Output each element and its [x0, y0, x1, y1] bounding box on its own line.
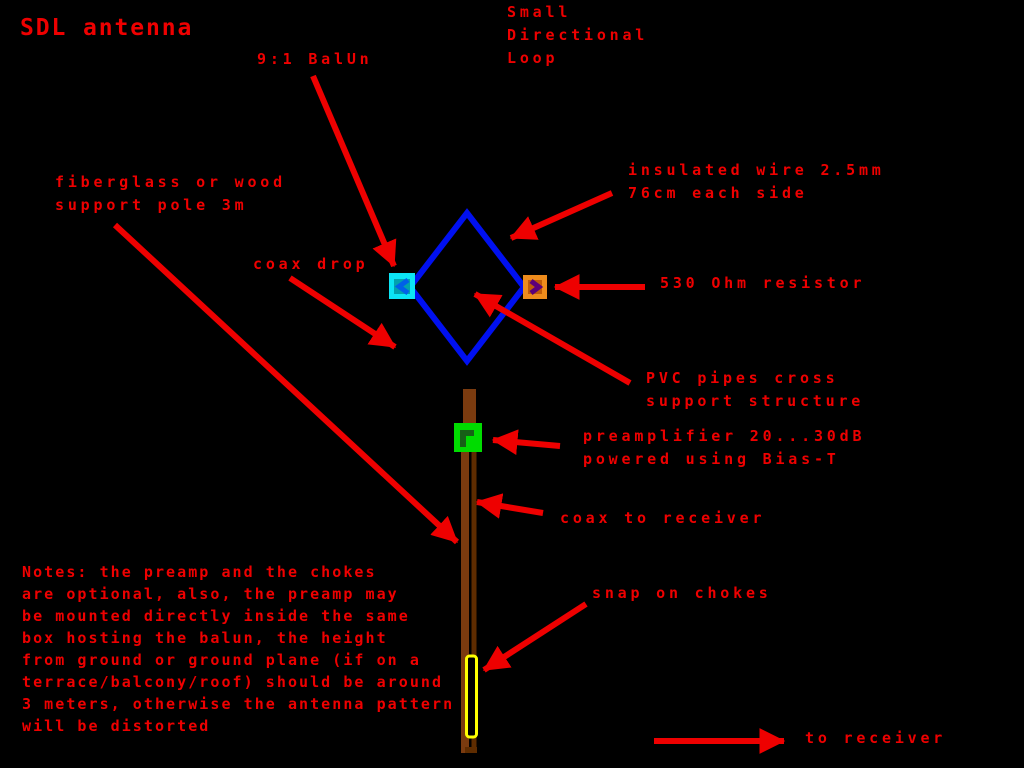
coax-bottom-bend	[465, 747, 477, 753]
label-pvc: PVC pipes cross support structure	[646, 369, 865, 410]
label-coax-drop: coax drop	[253, 255, 369, 273]
label-wire: insulated wire 2.5mm 76cm each side	[628, 161, 885, 202]
arrow-pvc	[473, 291, 632, 386]
arrow-wire	[509, 190, 614, 241]
pole	[461, 449, 469, 753]
arrow-preamp	[491, 429, 561, 456]
arrow-balun	[310, 74, 397, 268]
preamp-glyph-icon	[460, 430, 474, 447]
notes-text: Notes: the preamp and the chokes are opt…	[22, 563, 455, 735]
coax-line	[471, 449, 477, 748]
label-resistor: 530 Ohm resistor	[660, 274, 866, 292]
pole-top	[463, 389, 476, 425]
label-support-pole: fiberglass or wood support pole 3m	[55, 173, 286, 214]
arrow-chokes	[482, 601, 588, 673]
arrow-coax-drop	[288, 275, 397, 350]
label-balun: 9:1 BalUn	[257, 50, 373, 68]
preamp-box	[454, 423, 482, 452]
balun-chevron-icon	[394, 277, 410, 296]
page-title: SDL antenna	[20, 15, 194, 41]
arrow-coax-receiver	[475, 493, 544, 519]
label-coax-receiver: coax to receiver	[560, 509, 766, 527]
label-subtitle: Small Directional Loop	[507, 3, 649, 67]
arrow-support-pole	[112, 222, 460, 545]
label-chokes: snap on chokes	[592, 584, 772, 602]
loop-wire	[406, 208, 528, 366]
label-to-receiver: to receiver	[805, 729, 947, 747]
resistor-chevron-icon	[529, 279, 544, 295]
choke-tube	[465, 654, 478, 739]
label-preamp: preamplifier 20...30dB powered using Bia…	[583, 427, 866, 468]
